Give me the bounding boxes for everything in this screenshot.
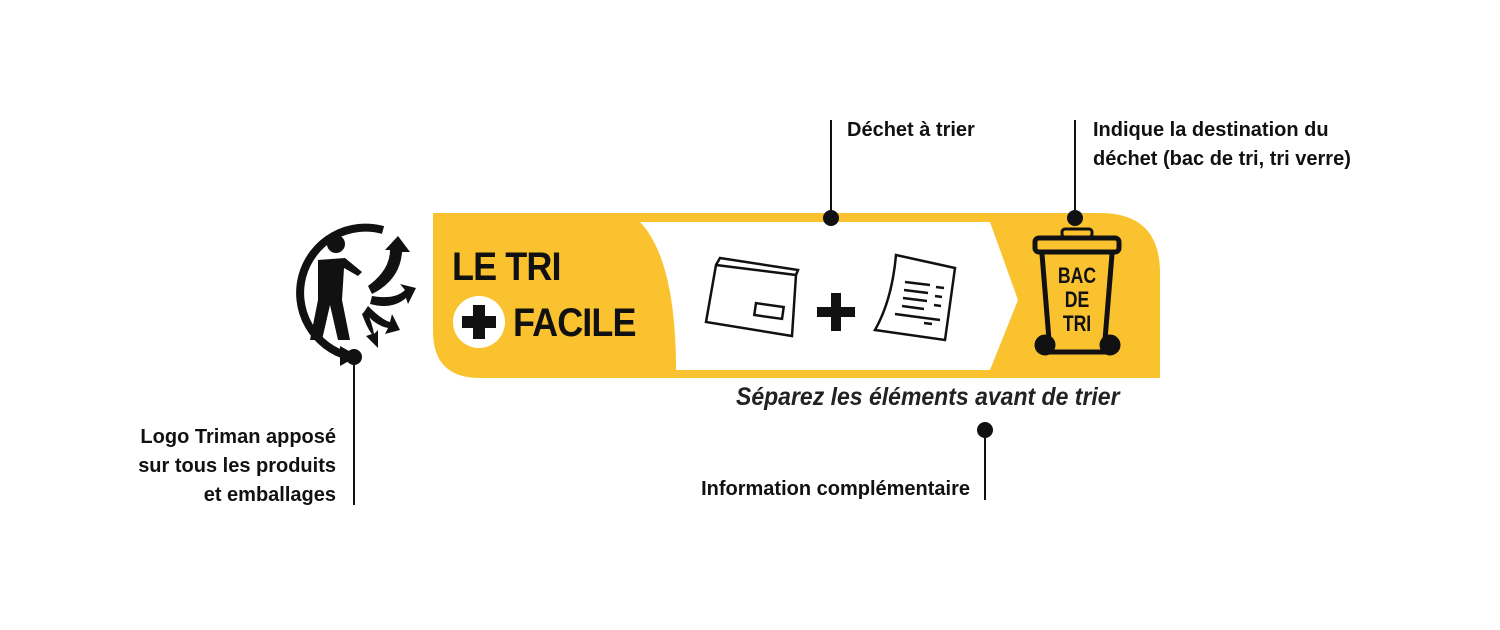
waste-pointer-dot <box>823 210 839 226</box>
banner-subtitle: Séparez les éléments avant de trier <box>736 383 1120 411</box>
triman-pointer-line <box>353 360 355 505</box>
recycling-bin-icon <box>1032 227 1122 356</box>
banner-title-line1: LE TRI <box>452 245 562 289</box>
info-pointer-line <box>984 430 986 500</box>
envelope-icon <box>704 256 800 338</box>
annotation-line: Indique la destination du <box>1093 119 1329 141</box>
triman-logo-icon <box>296 223 416 366</box>
banner-title-line2: FACILE <box>513 301 637 345</box>
triman-pointer-dot <box>346 349 362 365</box>
waste-annotation: Déchet à trier <box>847 119 975 141</box>
annotation-line: sur tous les produits <box>138 455 336 477</box>
bin-label-line: DE <box>1064 287 1090 312</box>
waste-pointer-line <box>830 120 832 215</box>
annotation-line: déchet (bac de tri, tri verre) <box>1093 148 1351 170</box>
triman-annotation: Logo Triman apposé sur tous les produits… <box>138 423 336 510</box>
bin-label-line: BAC <box>1057 263 1097 288</box>
document-icon <box>873 253 957 342</box>
info-annotation: Information complémentaire <box>701 478 970 500</box>
destination-pointer-dot <box>1067 210 1083 226</box>
annotation-line: Logo Triman apposé <box>140 426 336 448</box>
destination-pointer-line <box>1074 120 1076 215</box>
destination-annotation: Indique la destination du déchet (bac de… <box>1093 116 1351 174</box>
bin-label: BAC DE TRI <box>1050 264 1104 336</box>
waste-panel <box>640 222 1018 370</box>
bin-label-line: TRI <box>1062 311 1092 336</box>
annotation-line: et emballages <box>203 484 336 506</box>
